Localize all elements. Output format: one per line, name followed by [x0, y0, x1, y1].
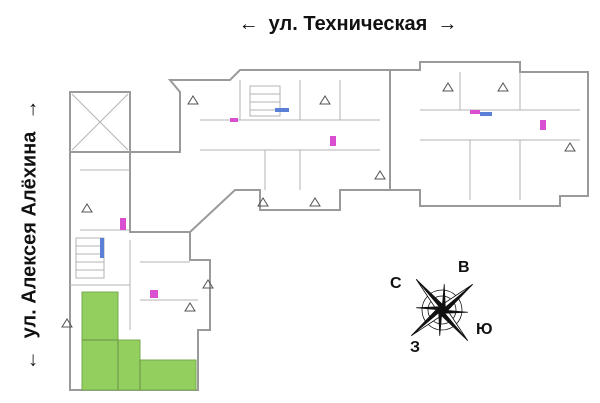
arrow-right-icon: →	[19, 99, 41, 120]
compass-rose-icon: С В Ю З	[390, 259, 493, 356]
street-label-top: ← ул. Техническая →	[218, 10, 478, 38]
compass-west-label: З	[410, 339, 420, 356]
accent-markers	[100, 108, 546, 298]
arrow-right-icon: →	[437, 13, 458, 35]
building-outline	[69, 61, 589, 391]
street-label-left: ← ул. Алексея Алёхина →	[0, 80, 60, 390]
interior-walls	[70, 72, 580, 330]
compass-north-label: С	[390, 275, 402, 292]
street-name-top: ул. Техническая	[268, 12, 428, 35]
compass-east-label: В	[458, 259, 470, 276]
arrow-left-icon: ←	[238, 13, 259, 35]
highlighted-apartment	[81, 291, 197, 391]
street-name-left: ул. Алексея Алёхина	[18, 131, 41, 339]
arrow-left-icon: ←	[19, 350, 41, 371]
compass-south-label: Ю	[476, 321, 493, 338]
window-triangles	[61, 82, 576, 328]
